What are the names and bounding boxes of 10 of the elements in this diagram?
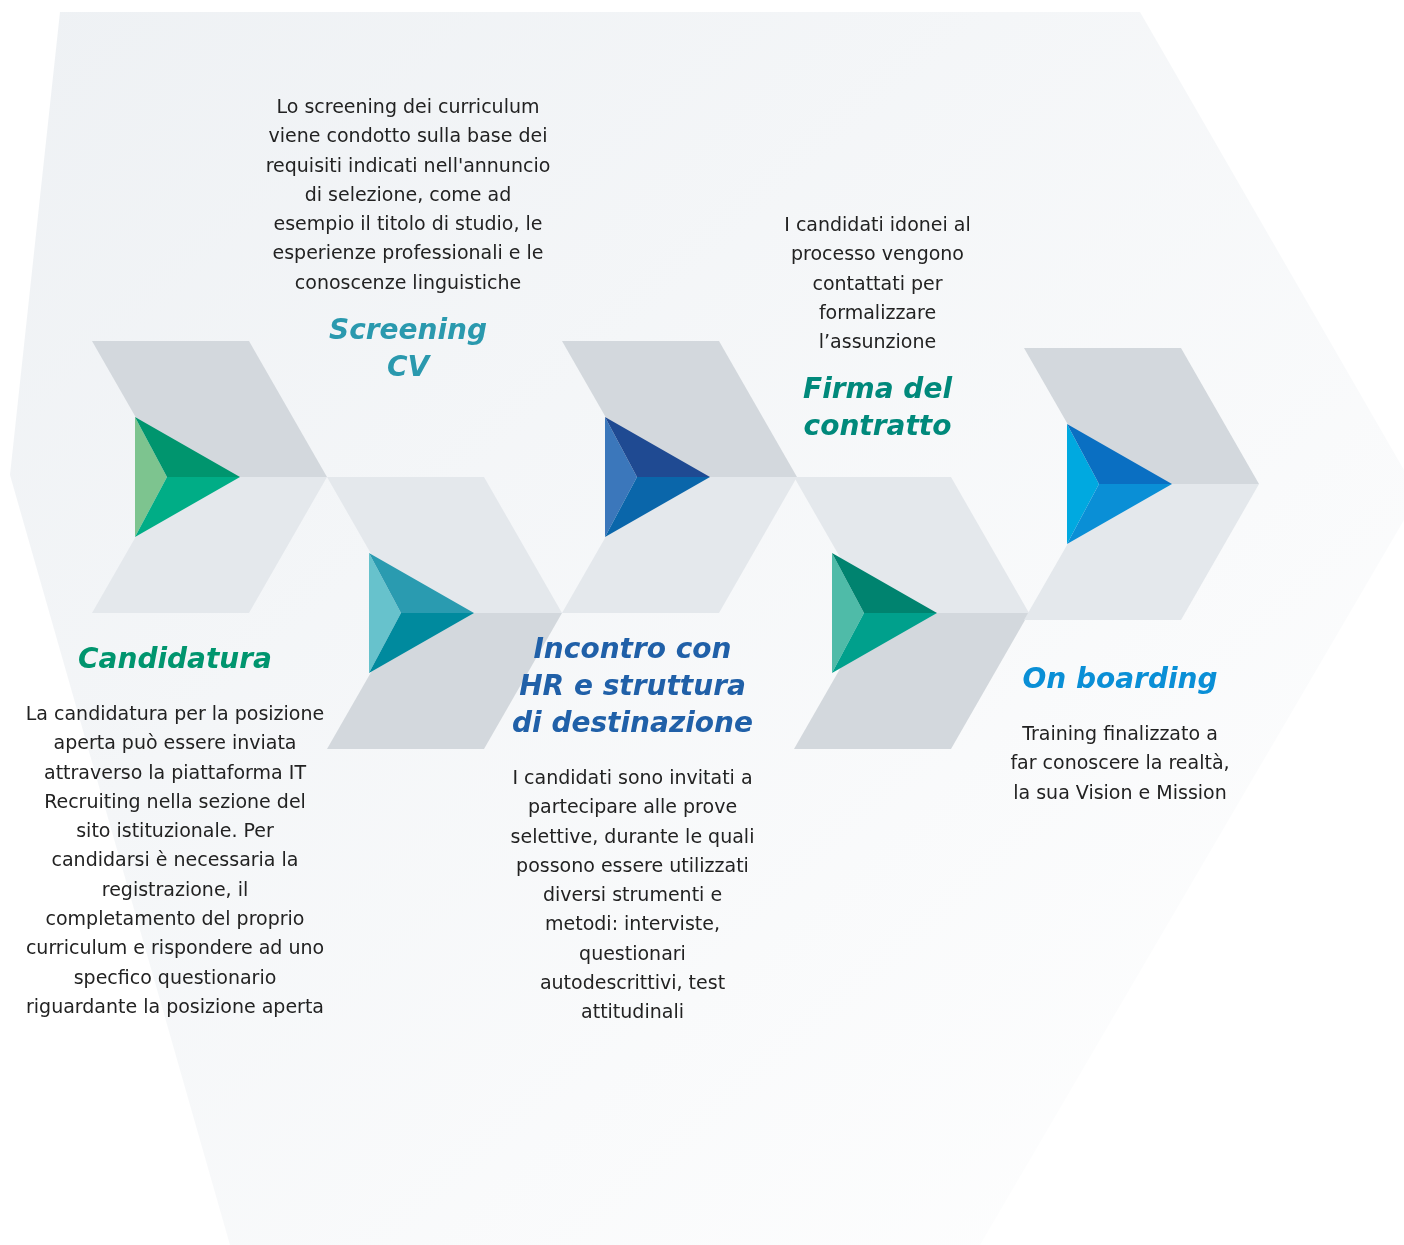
step-description: Training finalizzato a far conoscere la realtà, la sua Vision e Mission — [1010, 721, 1230, 805]
step-title: Candidatura — [78, 641, 272, 677]
step-title: Screening CV — [327, 312, 489, 386]
step-description: Lo screening dei curriculum viene condotto sulla base dei requisiti indicati nell'annuncio di selezione, come ad esempio il titolo di studio, le esperienze professionali e le conoscenze linguistiche — [264, 94, 552, 295]
step-description: I candidati idonei al processo vengono contattati per formalizzare l’assunzione — [783, 212, 972, 355]
step-title: Incontro con HR e struttura di destinazione — [511, 631, 754, 741]
step-description: I candidati sono invitati a partecipare alle prove selettive, durante le quali possono essere utilizzati diversi strumenti e metodi: interviste, questionari autodescrittivi, test attitudinali — [510, 765, 755, 1025]
step-description: La candidatura per la posizione aperta può essere inviata attraverso la piattaforma IT Recruiting nella sezione del sito istituzionale. Per candidarsi è necessaria la registrazione, il completamento del proprio curriculum e rispondere ad uno specfico questionario riguardante la posizione aperta — [25, 701, 325, 1019]
step-title: On boarding — [1022, 661, 1218, 697]
step-title: Firma del contratto — [802, 371, 954, 445]
